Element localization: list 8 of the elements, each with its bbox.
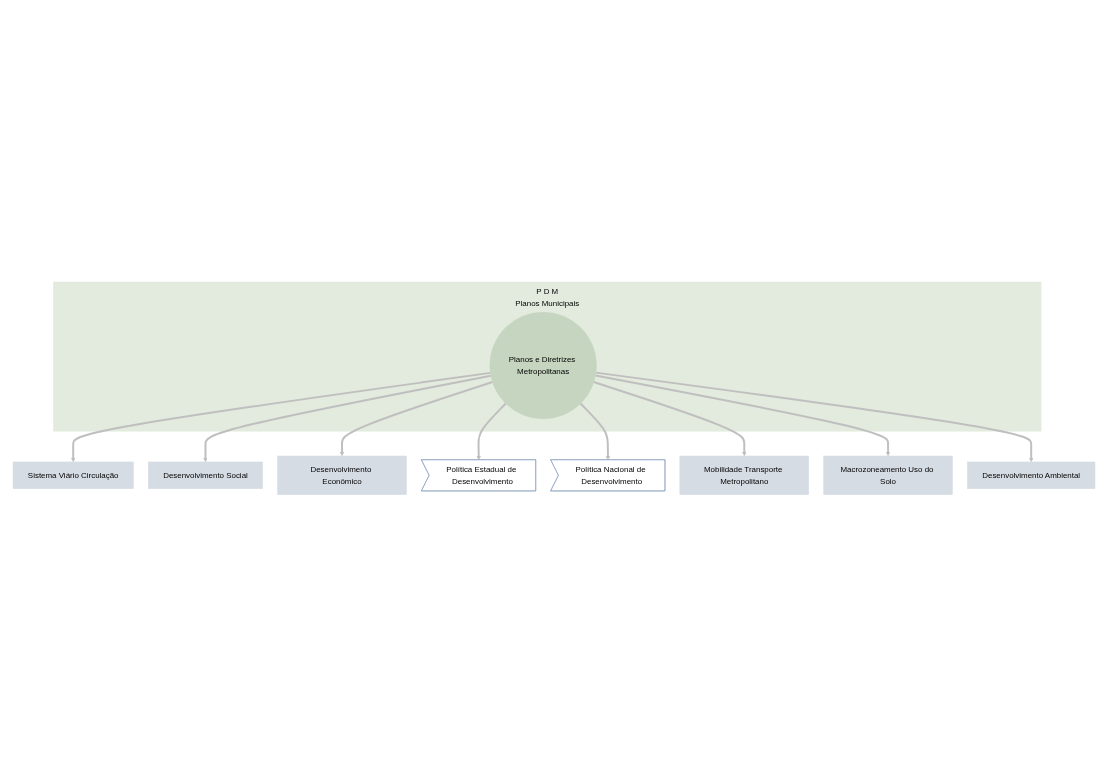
arrow: [594, 371, 1033, 462]
arrow: [70, 371, 491, 462]
arrow: [339, 380, 493, 456]
arrow: [476, 402, 507, 460]
arrow: [592, 380, 746, 456]
arrow: [202, 374, 492, 462]
arrow: [594, 374, 890, 456]
arrow: [579, 402, 610, 460]
